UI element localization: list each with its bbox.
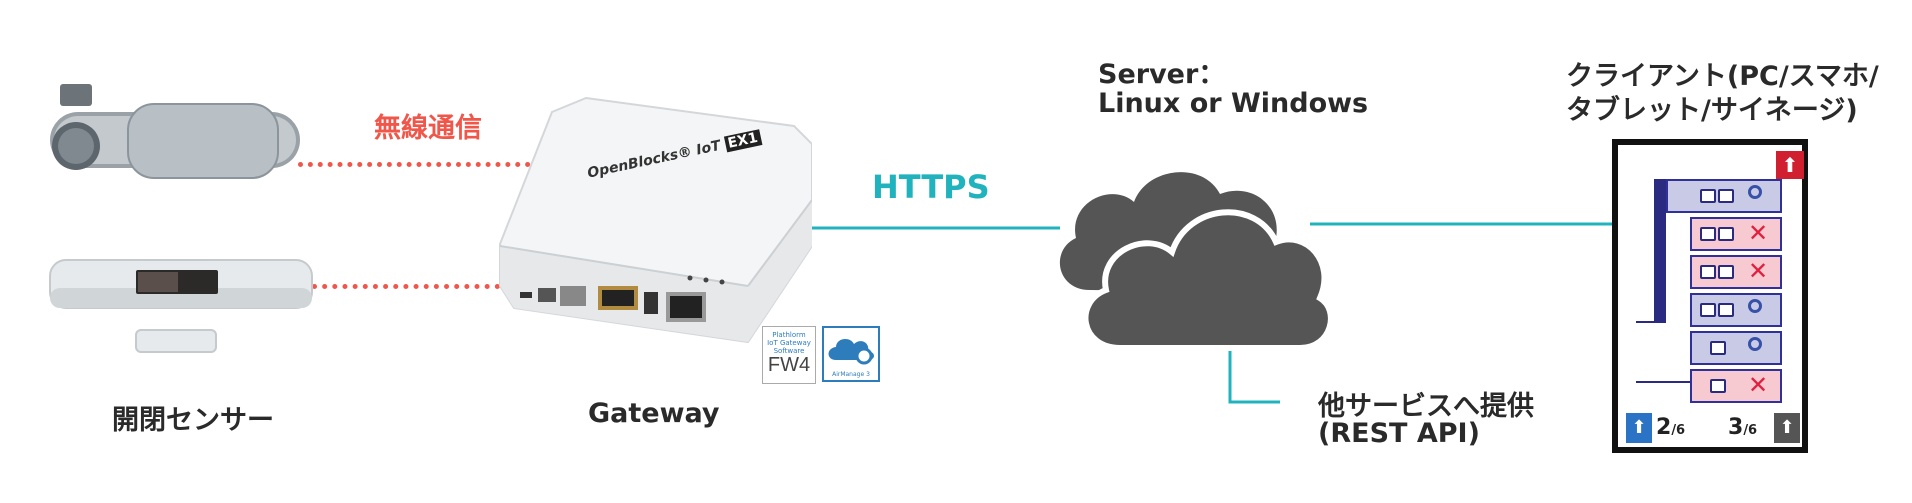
cloud-icon — [1050, 142, 1334, 352]
stall-row-1 — [1666, 179, 1782, 213]
female-count-total: /6 — [1743, 423, 1758, 438]
client-label-line1: クライアント(PC/スマホ/ — [1566, 61, 1879, 92]
toilet-icon — [1700, 189, 1716, 203]
male-count-total: /6 — [1671, 423, 1686, 438]
occupied-x-icon: ✕ — [1748, 371, 1769, 399]
corridor-wall — [1654, 179, 1666, 323]
person-icon — [1748, 299, 1762, 313]
occupied-x-icon: ✕ — [1748, 257, 1769, 285]
person-icon — [1748, 337, 1762, 351]
toilet-icon — [1700, 265, 1716, 279]
toilet-icon — [1710, 379, 1726, 393]
client-screen: ⬆ ✕ ✕ ✕ ⬆ 2/6 3/6 ⬆ — [1612, 139, 1808, 453]
wireless-line-top — [298, 162, 560, 167]
fw4-badge: Plathlorm IoT Gateway Software FW4 — [762, 326, 816, 384]
stall-row-4 — [1690, 293, 1782, 327]
server-label: Server： — [1098, 59, 1226, 90]
female-count: 3/6 — [1728, 415, 1757, 440]
gateway-device-icon: OpenBlocks® IoT EX1 — [494, 96, 813, 368]
toilet-icon — [1718, 227, 1734, 241]
toilet-icon — [1718, 189, 1734, 203]
male-icon: ⬆ — [1626, 413, 1652, 443]
occupied-x-icon: ✕ — [1748, 219, 1769, 247]
stall-row-2: ✕ — [1690, 217, 1782, 251]
rest-label-line1: 他サービスへ提供 — [1318, 391, 1534, 422]
door-sensor-icon — [48, 82, 308, 187]
male-count-value: 2 — [1656, 415, 1672, 440]
toilet-icon — [1700, 227, 1716, 241]
stall-row-5 — [1690, 331, 1782, 365]
gateway-label: Gateway — [588, 398, 720, 429]
https-label: HTTPS — [872, 168, 990, 206]
exit-icon: ⬆ — [1776, 151, 1804, 179]
stall-row-3: ✕ — [1690, 255, 1782, 289]
client-label-line2: タブレット/サイネージ) — [1566, 95, 1858, 126]
server-os-label: Linux or Windows — [1098, 88, 1369, 119]
stall-row-6: ✕ — [1690, 369, 1782, 403]
corridor-floor — [1636, 321, 1666, 323]
rest-api-line — [1228, 335, 1280, 404]
sensor-label: 開閉センサー — [112, 405, 274, 436]
toilet-icon — [1710, 341, 1726, 355]
person-icon — [1748, 185, 1762, 199]
female-count-value: 3 — [1728, 415, 1744, 440]
wireless-label: 無線通信 — [374, 113, 482, 144]
corridor-floor-lower — [1636, 381, 1696, 383]
airmanage-badge: AirManage 3 — [822, 326, 880, 382]
rest-label-line2: (REST API) — [1318, 418, 1480, 449]
toilet-icon — [1718, 303, 1734, 317]
female-icon: ⬆ — [1774, 413, 1800, 443]
window-sensor-icon — [48, 258, 318, 363]
toilet-icon — [1718, 265, 1734, 279]
toilet-icon — [1700, 303, 1716, 317]
male-count: 2/6 — [1656, 415, 1685, 440]
wireless-line-bottom — [312, 284, 500, 289]
